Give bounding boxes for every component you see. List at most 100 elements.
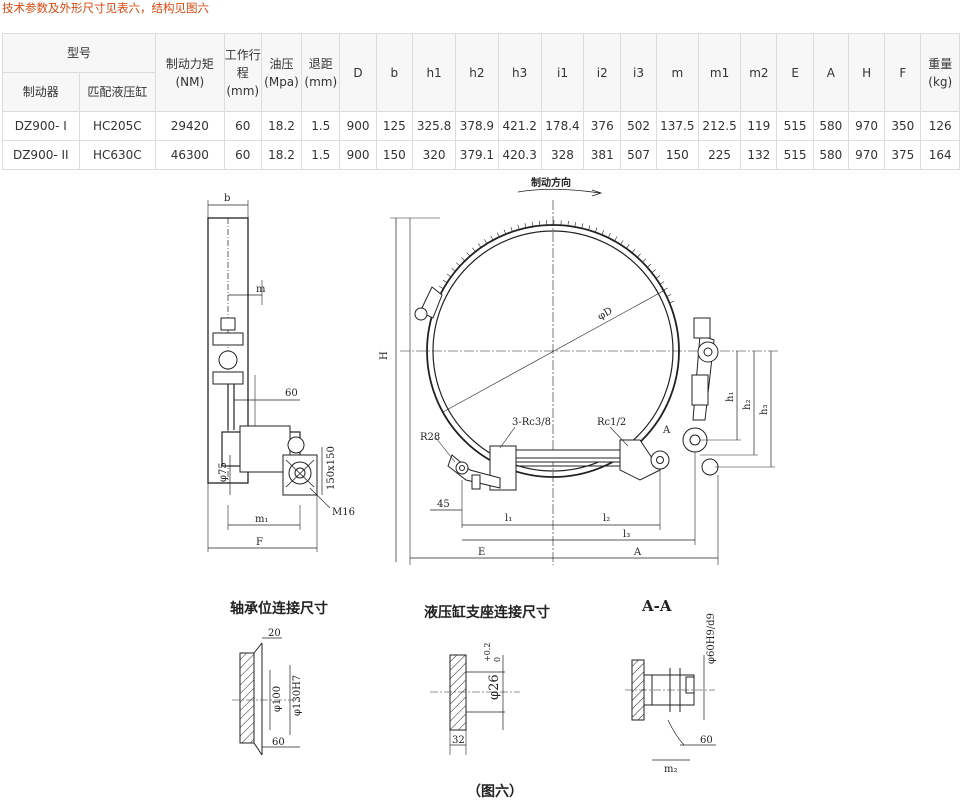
header-pressure: 油压(Mpa) [260,33,303,112]
lining-tick [539,220,541,226]
label-E: E [478,547,485,558]
header-D: D [339,33,377,112]
side-view [207,200,331,552]
table-cell: 381 [583,140,622,170]
label-section-mark: A [662,425,671,436]
label-l3: l₃ [623,529,630,540]
table-cell: 132 [740,140,778,170]
label-l2: l₂ [603,513,610,524]
table-cell: 970 [847,140,886,170]
label-phi75: φ75 [218,462,229,482]
front-view [390,188,780,565]
lining-tick [588,225,591,231]
label-tol-lower: 0 [493,657,502,662]
header-m: m [655,33,699,112]
title-section: A-A [642,597,672,615]
table-cell: 60 [223,111,262,141]
label-h1: h₁ [725,392,736,402]
label-rc38: 3-Rc3/8 [512,417,551,428]
header-torque: 制动力矩(NM) [155,33,225,112]
label-tol-upper: +0.2 [483,643,492,662]
header-i3: i3 [620,33,657,112]
lining-tick [626,244,630,249]
table-cell: DZ900- II [2,140,80,170]
lining-tick [490,235,494,241]
label-phi60: φ60H9/d9 [706,613,717,664]
lining-tick [456,262,461,267]
table-cell: 150 [655,140,699,170]
label-m2: m₂ [664,764,678,775]
header-b: b [375,33,413,112]
label-l1: l₁ [505,513,512,524]
label-45: 45 [437,499,450,510]
lining-tick [594,227,598,233]
label-60-section: 60 [700,735,713,746]
label-H: H [379,351,390,360]
table-cell: 970 [847,111,886,141]
lining-tick [631,248,636,253]
label-direction: 制动方向 [531,176,571,189]
lining-tick [472,247,476,252]
lining-tick [614,236,618,242]
title-bearing: 轴承位连接尺寸 [230,601,328,617]
header-H: H [847,33,886,112]
label-20: 20 [268,628,281,639]
table-cell: 580 [812,111,849,141]
label-h3: h₃ [759,405,770,415]
label-60: 60 [285,388,298,399]
table-cell: 60 [223,140,262,170]
lining-tick [517,224,520,230]
table-cell: 178.4 [540,111,585,141]
header-weight: 重量(kg) [920,33,960,112]
label-phi26: φ26 [487,674,502,700]
table-cell: 212.5 [697,111,742,141]
table-cell: 420.3 [497,140,542,170]
lining-tick [446,273,452,278]
lining-tick [663,287,668,291]
section-a-a [625,655,716,761]
table-cell: 502 [620,111,657,141]
table-cell: 1.5 [301,140,341,170]
table-cell: 378.9 [455,111,499,141]
lining-tick [442,279,448,283]
label-h2: h₂ [742,400,753,410]
label-m16: M16 [332,507,355,518]
label-phi130: φ130H7 [292,675,303,716]
lining-tick [496,232,500,238]
table-cell: 379.1 [455,140,499,170]
table-cell: 325.8 [411,111,457,141]
lining-tick [659,281,665,285]
lining-tick [574,221,577,227]
table-cell: 150 [375,140,413,170]
lining-tick [484,239,488,244]
header-F: F [884,33,922,112]
lining-tick [607,233,611,238]
title-cylinder-seat: 液压缸支座连接尺寸 [424,605,550,621]
table-cell: 376 [583,111,622,141]
lining-tick [451,267,456,272]
table-row: DZ900- I HC205C 29420 60 18.2 1.5 900 12… [2,111,960,141]
lining-tick [601,230,605,235]
table-cell: 515 [776,140,814,170]
header-brake: 制动器 [2,72,80,112]
lining-tick [669,300,675,304]
lining-tick [477,243,482,248]
figure-caption: （图六） [467,784,523,800]
lining-tick [666,294,672,297]
cylinder-seat-detail [430,654,520,755]
lining-tick [637,253,641,258]
lining-tick [466,252,471,257]
table-cell: 580 [812,140,849,170]
header-h1: h1 [411,33,457,112]
table-row: DZ900- II HC630C 46300 60 18.2 1.5 900 1… [2,140,960,170]
table-cell: 126 [920,111,960,141]
label-phi100: φ100 [272,686,283,712]
lining-tick [655,275,661,279]
lining-tick [642,258,647,263]
lining-tick [581,223,584,229]
table-cell: 515 [776,111,814,141]
label-phiD: φD [596,306,615,323]
header-stroke: 工作行程(mm) [223,33,262,112]
intro-text: 技术参数及外形尺寸见表六，结构见图六 [2,1,209,15]
